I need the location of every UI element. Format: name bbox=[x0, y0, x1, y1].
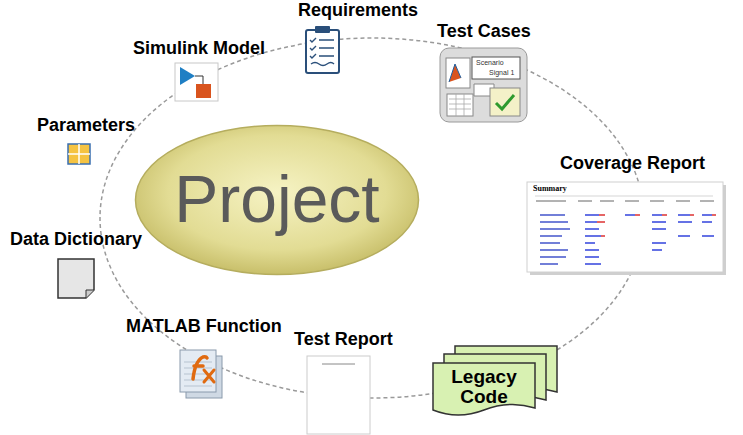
text-label: Scenario bbox=[476, 59, 504, 66]
clipboard-icon bbox=[306, 26, 339, 73]
text-label: Test Report bbox=[294, 329, 393, 350]
coverage-report-image bbox=[527, 182, 726, 275]
text-label: MATLAB Function bbox=[126, 316, 282, 337]
node-text-area: Legacy Code bbox=[432, 362, 536, 412]
simulink-icon bbox=[175, 63, 218, 101]
node-label: Project bbox=[174, 165, 379, 234]
text-label: Signal 1 bbox=[489, 69, 514, 76]
text-label: Test Cases bbox=[437, 21, 531, 42]
matlab-function-icon bbox=[180, 350, 222, 398]
wave-document-shape bbox=[433, 363, 535, 415]
parameters-icon bbox=[68, 144, 90, 164]
ellipse-shape bbox=[136, 126, 419, 275]
text-label: Data Dictionary bbox=[10, 229, 142, 250]
test-cases-icon bbox=[440, 48, 527, 122]
project-ellipse: Project bbox=[134, 124, 420, 276]
legacy-code-document: Legacy Code bbox=[432, 362, 536, 418]
text-label: Coverage Report bbox=[560, 153, 705, 174]
legacy-code-stack bbox=[444, 346, 557, 407]
test-report-image bbox=[307, 356, 370, 434]
text-label: Parameters bbox=[37, 115, 135, 136]
text-label: Simulink Model bbox=[133, 38, 265, 59]
data-dictionary-icon bbox=[58, 259, 94, 298]
text-label: Requirements bbox=[298, 0, 418, 21]
node-label: Legacy Code bbox=[449, 367, 519, 407]
text-label: Summary bbox=[533, 184, 567, 193]
node-text-area: Project bbox=[134, 124, 420, 276]
